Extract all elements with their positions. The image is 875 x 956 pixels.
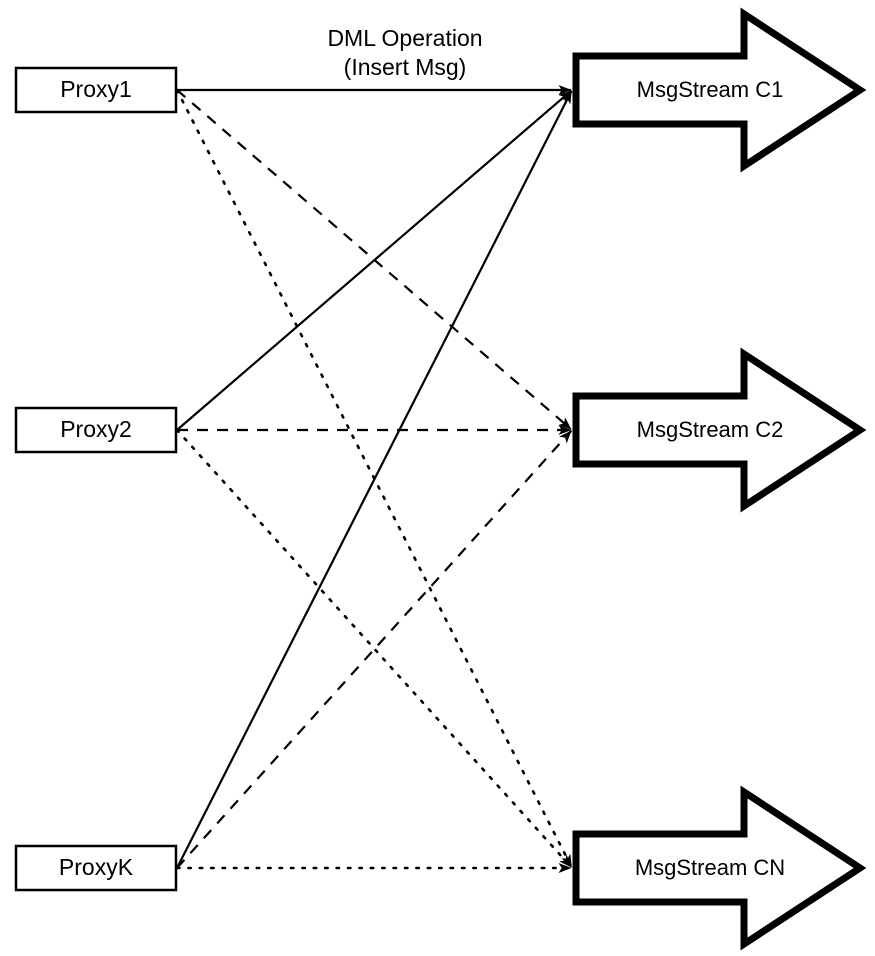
proxy-node-proxy2[interactable]: Proxy2	[14, 406, 178, 454]
edge-label-group: DML Operation (Insert Msg)	[327, 25, 482, 80]
msgstream-label-c2: MsgStream C2	[637, 417, 784, 442]
msgstream-label-c1: MsgStream C1	[637, 77, 784, 102]
edge-label-line2: (Insert Msg)	[344, 54, 467, 80]
connection-proxy2-to-cn	[175, 428, 573, 869]
connections-layer	[175, 85, 573, 873]
proxy-node-proxy1[interactable]: Proxy1	[14, 66, 178, 114]
proxy-box-proxy1	[14, 66, 178, 114]
edge-label-line1: DML Operation	[327, 25, 482, 51]
proxy-box-proxyK	[14, 844, 178, 892]
msgstream-arrow-shape-cn	[572, 785, 867, 951]
msgstream-node-cn[interactable]: MsgStream CN	[572, 785, 867, 951]
connection-proxy2-to-c1	[176, 89, 572, 431]
proxy-label-proxy1: Proxy1	[60, 76, 132, 102]
msgstream-node-c1[interactable]: MsgStream C1	[572, 7, 867, 173]
msgstream-arrow-shape-c1	[572, 7, 867, 173]
connection-proxyK-to-c1	[176, 90, 573, 869]
proxy-label-proxy2: Proxy2	[60, 416, 132, 442]
connection-proxyK-to-c2	[176, 430, 573, 869]
proxy-box-proxy2	[14, 406, 178, 454]
msgstream-label-cn: MsgStream CN	[635, 855, 785, 880]
msgstream-arrow-shape-c2	[572, 347, 867, 513]
proxy-label-proxyK: ProxyK	[59, 854, 134, 880]
streams-layer: MsgStream C1 MsgStream C2 MsgStream CN	[572, 7, 867, 951]
msgstream-node-c2[interactable]: MsgStream C2	[572, 347, 867, 513]
proxy-node-proxyK[interactable]: ProxyK	[14, 844, 178, 892]
